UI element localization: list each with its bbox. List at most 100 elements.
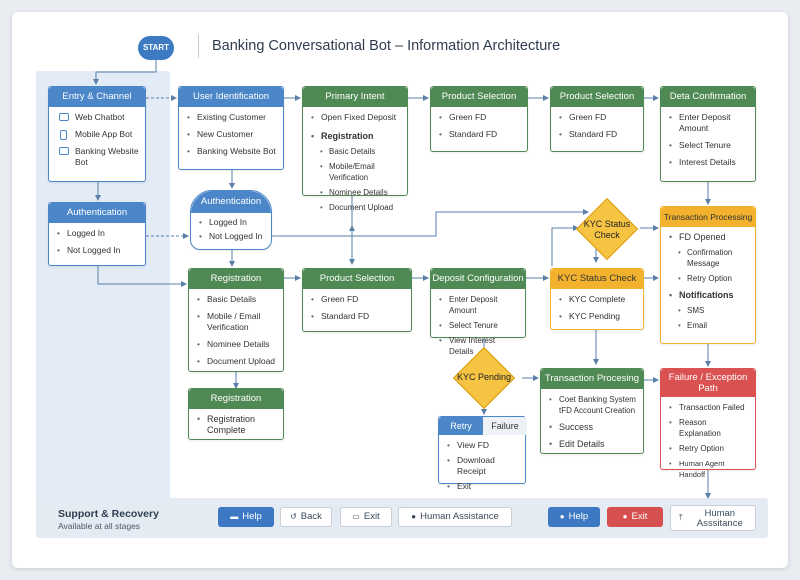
txn-sub-item: Confirmation Message (669, 247, 749, 269)
product-3-item: Green FD (311, 294, 405, 305)
help-button-2-label: Help (568, 511, 589, 522)
human-assistance-label: Human Assistance (420, 511, 499, 522)
retry-failure-header: Retry Failure (439, 417, 527, 435)
txn-notifications: Notifications (669, 290, 749, 301)
auth-left-item: Not Logged In (57, 245, 139, 256)
chat-icon (59, 113, 69, 121)
deposit-configuration-box: Deposit Configuration Enter Deposit Amou… (430, 268, 526, 356)
help-button[interactable]: ▬Help (218, 507, 274, 527)
user-identification-header: User Identification (179, 87, 283, 107)
exit-button-2[interactable]: ●Exit (607, 507, 663, 527)
failure-item: Transaction Failed (669, 402, 749, 413)
registration-item: Document Upload (197, 356, 277, 367)
page-title: Banking Conversational Bot – Information… (212, 38, 561, 54)
arrow-auth-kyc (272, 209, 589, 237)
txn2-item: Edit Details (549, 439, 637, 450)
product-2-item: Green FD (559, 112, 637, 123)
txn-sub-item: SMS (669, 305, 749, 316)
transaction-processing-box: Transaction Processing FD Opened Confirm… (660, 206, 756, 344)
registration-complete-header: Registration (189, 389, 283, 409)
transaction-processing-header: Transaction Processing (661, 207, 755, 227)
txn-fd-opened: FD Opened (669, 232, 749, 243)
exit-icon: ● (622, 512, 628, 521)
deposit-config-item: Enter Deposit Amount (439, 294, 519, 316)
txn-sub-item: Email (669, 320, 749, 331)
data-conf-item: Interest Details (669, 157, 749, 168)
help-button-label: Help (242, 511, 262, 522)
back-button[interactable]: ↺Back (280, 507, 332, 527)
mobile-icon (60, 130, 67, 140)
primary-sub-item: Nominee Details (311, 187, 401, 198)
product-1-item: Standard FD (439, 129, 521, 140)
human-assistance-button-2[interactable]: ⤒Human Asssitance (670, 505, 756, 531)
auth-left-header: Authentication (49, 203, 145, 223)
product-1-item: Green FD (439, 112, 521, 123)
person-icon: ● (411, 512, 417, 521)
exit-icon: ▭ (352, 512, 360, 521)
human-assistance-button[interactable]: ●Human Assistance (398, 507, 512, 527)
kyc-item: KYC Pending (559, 311, 637, 322)
primary-intent-box: Primary Intent Open Fixed Deposit Regist… (302, 86, 408, 213)
product-3-item: Standard FD (311, 311, 405, 322)
data-confirmation-header: Deta Confirmation (661, 87, 755, 107)
failure-item: Human Agent Handoff (669, 458, 749, 480)
support-title: Support & Recovery (58, 508, 159, 520)
kyc-status-header: KYC Status Check (551, 269, 643, 289)
back-icon: ↺ (290, 512, 297, 521)
failure-item: Reason Explanation (669, 417, 749, 439)
txn2-item: Success (549, 422, 637, 433)
user-identification-box: User Identification Existing Customer Ne… (178, 86, 284, 170)
help-icon: ▬ (230, 512, 239, 521)
auth-left-box: Authentication Logged In Not Logged In (48, 202, 146, 266)
auth-mid-box: Authentication Logged In Not Logged In (190, 190, 272, 250)
registration-header: Registration (189, 269, 283, 289)
entry-item-website-label: Banking Website Bot (75, 146, 139, 167)
primary-intent-header: Primary Intent (303, 87, 407, 107)
registration-complete-item: Registration Complete (197, 414, 277, 436)
exit-button[interactable]: ▭Exit (340, 507, 392, 527)
user-id-item: Existing Customer (187, 112, 277, 123)
upload-icon: ⤒ (679, 513, 683, 522)
arrow-auth-reg (97, 266, 187, 287)
arrow-kycbox-diamond (551, 225, 579, 266)
primary-sub-item: Mobile/Email Verification (311, 161, 401, 183)
product-selection-2-box: Product Selection Green FD Standard FD (550, 86, 644, 152)
title-divider (198, 34, 199, 58)
help-icon: ● (559, 512, 565, 521)
user-id-item: Banking Website Bot (187, 146, 277, 157)
failure-tab[interactable]: Failure (483, 417, 527, 435)
transaction-processing-2-header: Transaction Procesing (541, 369, 643, 389)
registration-box: Registration Basic Details Mobile / Emai… (188, 268, 284, 372)
product-2-item: Standard FD (559, 129, 637, 140)
product-selection-3-box: Product Selection Green FD Standard FD (302, 268, 412, 332)
kyc-status-box: KYC Status Check KYC Complete KYC Pendin… (550, 268, 644, 330)
support-subtitle: Available at all stages (58, 521, 141, 531)
txn2-item: Coet Banking System tFD Account Creation (549, 394, 637, 416)
monitor-icon (59, 147, 69, 155)
auth-mid-item: Logged In (199, 217, 265, 228)
product-selection-1-box: Product Selection Green FD Standard FD (430, 86, 528, 152)
product-selection-3-header: Product Selection (303, 269, 411, 289)
entry-item-mobile: Mobile App Bot (57, 129, 139, 140)
kyc-status-diamond-label: KYC Status Check (583, 219, 631, 240)
arrow-start-entry (93, 60, 157, 85)
entry-item-mobile-label: Mobile App Bot (75, 129, 133, 139)
auth-left-item: Logged In (57, 228, 139, 239)
entry-channel-box: Entry & Channel Web Chatbot Mobile App B… (48, 86, 146, 182)
user-id-item: New Customer (187, 129, 277, 140)
kyc-pending-label: KYC Pending (456, 372, 512, 382)
kyc-item: KYC Complete (559, 294, 637, 305)
data-conf-item: Enter Deposit Amount (669, 112, 749, 134)
transaction-processing-2-box: Transaction Procesing Coet Banking Syste… (540, 368, 644, 454)
retry-tab[interactable]: Retry (439, 417, 483, 435)
registration-item: Nominee Details (197, 339, 277, 350)
help-button-2[interactable]: ●Help (548, 507, 600, 527)
registration-complete-box: Registration Registration Complete (188, 388, 284, 440)
data-confirmation-box: Deta Confirmation Enter Deposit Amount S… (660, 86, 756, 182)
primary-registration-label: Registration (311, 131, 401, 142)
deposit-configuration-header: Deposit Configuration (431, 269, 525, 289)
registration-item: Mobile / Email Verification (197, 311, 277, 333)
primary-sub-item: Document Upload (311, 202, 401, 213)
retry-item: Download Receipt (447, 455, 519, 477)
